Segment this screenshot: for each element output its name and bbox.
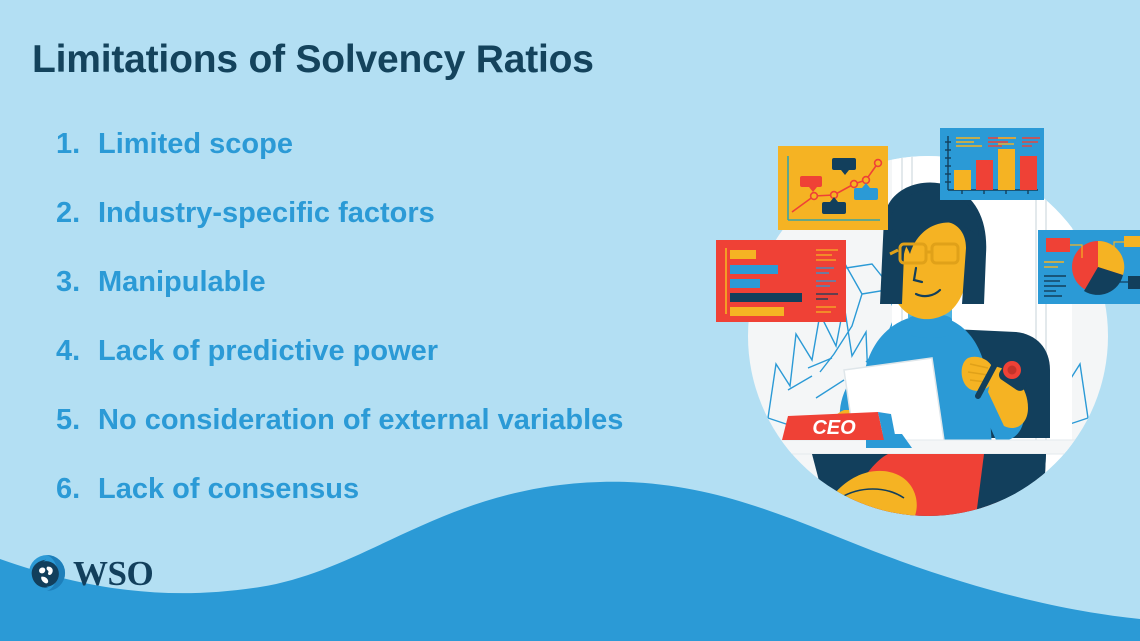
- bar-chart-panel: [940, 128, 1044, 200]
- list-item: 5. No consideration of external variable…: [56, 404, 716, 473]
- list-item: 3. Manipulable: [56, 266, 716, 335]
- list-item-number: 6.: [56, 473, 81, 505]
- wso-logo[interactable]: WSO: [28, 553, 154, 593]
- list-item-number: 1.: [56, 128, 81, 160]
- ceo-illustration: CEO: [716, 118, 1140, 542]
- globe-icon: [28, 554, 66, 592]
- ceo-nameplate-text: CEO: [812, 417, 856, 439]
- ceo-nameplate: CEO: [782, 412, 896, 440]
- list-item-label: Manipulable: [98, 266, 266, 298]
- list-item-label: Limited scope: [98, 128, 293, 160]
- page-title: Limitations of Solvency Ratios: [32, 38, 594, 81]
- list-item-label: Lack of consensus: [98, 473, 360, 505]
- code-panel: [716, 240, 846, 322]
- list-item-number: 3.: [56, 266, 81, 298]
- wso-wordmark: WSO: [73, 553, 154, 593]
- limitations-list: 1. Limited scope 2. Industry-specific fa…: [56, 128, 716, 542]
- list-item-label: No consideration of external variables: [98, 404, 624, 436]
- line-chart-panel: [778, 146, 888, 230]
- pen-icon: [975, 337, 1011, 399]
- pie-chart-panel: [1038, 230, 1140, 304]
- list-item: 6. Lack of consensus: [56, 473, 716, 542]
- list-item-number: 5.: [56, 404, 81, 436]
- list-item-label: Industry-specific factors: [98, 197, 435, 229]
- list-item-label: Lack of predictive power: [98, 335, 439, 367]
- list-item: 1. Limited scope: [56, 128, 716, 197]
- list-item-number: 2.: [56, 197, 81, 229]
- list-item: 2. Industry-specific factors: [56, 197, 716, 266]
- list-item: 4. Lack of predictive power: [56, 335, 716, 404]
- list-item-number: 4.: [56, 335, 81, 367]
